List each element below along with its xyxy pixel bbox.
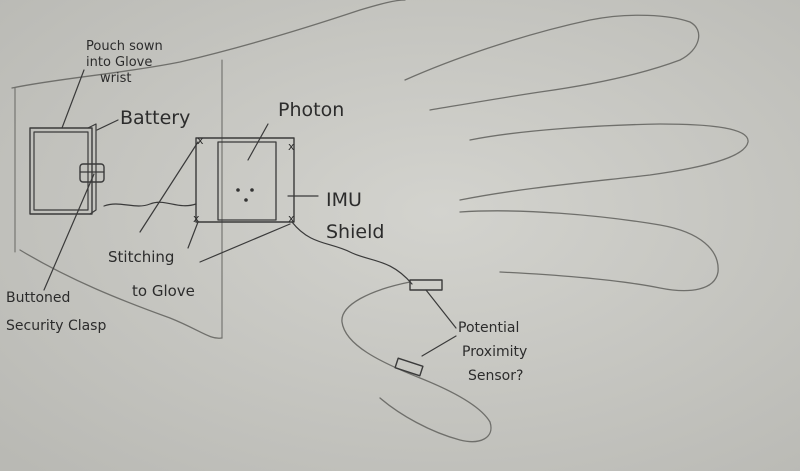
label-stitching: Stitching to Glove	[108, 248, 195, 300]
svg-text:x: x	[193, 212, 200, 225]
svg-text:x: x	[197, 134, 204, 147]
svg-text:x: x	[288, 140, 295, 153]
label-imu-shield: IMU Shield	[326, 189, 384, 243]
battery-wire	[103, 201, 197, 207]
label-pouch: Pouch sown into Glove wrist	[86, 39, 167, 86]
security-clasp	[79, 163, 105, 183]
label-battery: Battery	[120, 107, 190, 129]
annotation-leaders	[43, 69, 457, 357]
label-sensor: Potential Proximity Sensor?	[458, 320, 532, 384]
label-photon: Photon	[278, 99, 344, 121]
label-clasp: Buttoned Security Clasp	[6, 290, 106, 334]
sensor-wire	[291, 221, 413, 285]
svg-text:x: x	[288, 212, 295, 225]
photon-imu-board: x x x x	[193, 134, 295, 225]
battery-pouch	[29, 123, 97, 215]
hand-outline	[11, 0, 749, 443]
